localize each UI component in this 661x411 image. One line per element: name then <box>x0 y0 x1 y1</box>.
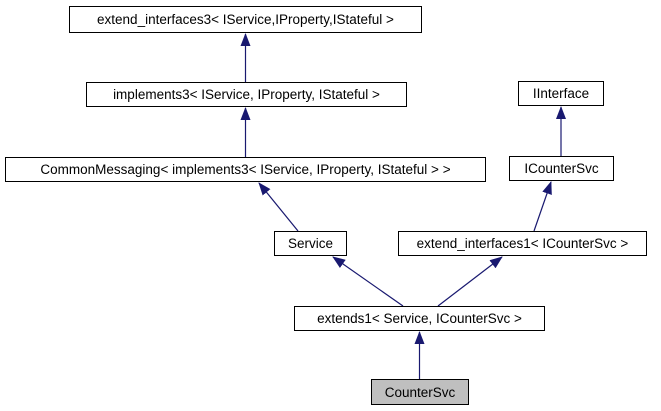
inheritance-arrow-service-commonmessaging <box>258 182 299 232</box>
node-iinterface[interactable]: IInterface <box>518 81 604 106</box>
inheritance-arrow-extends1-extend_interfaces1 <box>437 256 503 307</box>
node-extends1[interactable]: extends1< Service, ICounterSvc > <box>294 306 545 331</box>
node-extend_interfaces1[interactable]: extend_interfaces1< ICounterSvc > <box>398 231 647 256</box>
node-implements3[interactable]: implements3< IService, IProperty, IState… <box>86 82 407 107</box>
node-service[interactable]: Service <box>274 231 347 256</box>
node-countersvc-current: CounterSvc <box>371 379 469 405</box>
node-extend_interfaces3[interactable]: extend_interfaces3< IService,IProperty,I… <box>69 6 422 33</box>
inheritance-arrow-extend_interfaces1-icountersvc <box>533 181 552 232</box>
inheritance-arrow-extends1-service <box>332 256 404 307</box>
node-icountersvc[interactable]: ICounterSvc <box>509 156 614 181</box>
node-commonmessaging[interactable]: CommonMessaging< implements3< IService, … <box>5 157 486 182</box>
